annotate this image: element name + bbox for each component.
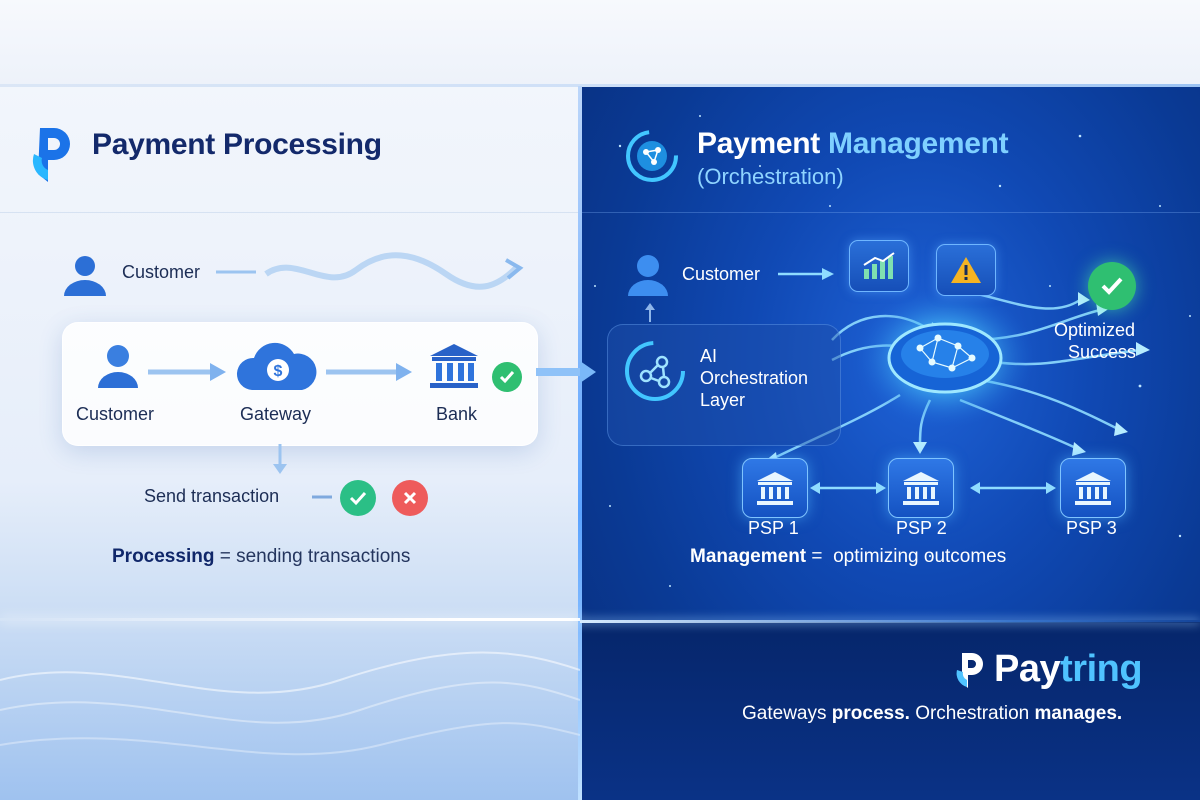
customer-icon [98,345,138,388]
management-summary-text: = optimizing outcomes [806,546,1007,567]
flow-bank-label: Bank [436,404,478,424]
ai-layer-line-2: Orchestration [700,368,809,388]
psp-2-bank-icon [903,472,939,505]
top-divider [0,84,1200,87]
tagline-b: process. [831,703,910,724]
right-footer-background [580,622,1200,800]
arrow-processing-to-management [536,361,596,383]
brand-wordmark: Paytring [994,648,1143,691]
title-right-main: Payment [697,127,828,160]
page-subtitle-right: (Orchestration) [697,164,844,189]
optimized-success-check-icon [1088,262,1136,310]
psp-links [810,482,1056,494]
outcome-line-1: Optimized [1054,320,1136,340]
right-horizon-glow [580,620,1200,623]
management-summary: Management = optimizing outcomes [690,546,1006,568]
title-right-highlight: Management [828,127,1009,160]
success-check-icon [340,480,376,516]
psp-2-box [888,458,954,518]
orchestration-icon [626,130,678,182]
tagline-c: Orchestration [909,703,1035,724]
psp-3-label: PSP 3 [1066,518,1117,538]
left-horizon-glow [0,618,580,621]
right-customer-label: Customer [682,264,761,284]
bank-success-check-icon [492,362,522,392]
decorative-waves [0,651,580,756]
flow-customer-label: Customer [76,404,155,424]
bank-icon [430,344,478,388]
arrow-customer-to-gateway [148,363,226,381]
error-x-icon [392,480,428,516]
right-customer-icon [628,255,668,296]
arrow-down [273,444,287,474]
network-icon [625,341,685,401]
tagline-a: Gateways [742,703,832,724]
left-header-separator [0,212,578,213]
analytics-tile [849,240,909,292]
arrow-customer-to-hub [778,268,834,280]
processing-summary-term: Processing [112,546,215,567]
alert-tile [936,244,996,296]
psp-2-label: PSP 2 [896,518,947,538]
tagline-d: manages. [1034,703,1123,724]
management-summary-term: Management [690,546,807,567]
psp-1-box [742,458,808,518]
brand-part-2: tring [1060,648,1143,690]
page-title-right: Payment Management [697,127,1009,161]
center-divider [578,86,582,800]
arrow-gateway-to-bank [326,363,412,381]
psp-1-bank-icon [757,472,793,505]
psp-3-bank-icon [1075,472,1111,505]
send-transaction-label: Send transaction [144,486,280,506]
svg-text:$: $ [274,363,283,380]
top-strip [0,0,1200,86]
outcome-line-2: Success [1068,342,1137,362]
cloud-dollar-icon: $ [236,342,317,390]
right-header-separator [582,212,1200,213]
arrow-up-small [645,303,655,322]
tagline: Gateways process. Orchestration manages. [742,703,1122,725]
psp-1-label: PSP 1 [748,518,799,538]
page-title-left: Payment Processing [92,128,382,161]
send-dash [312,495,332,499]
flow-gateway-label: Gateway [240,404,312,424]
wave-arrow [216,252,524,290]
orchestration-flow-lines [764,288,1150,466]
warning-icon [951,257,981,283]
psp-3-box [1060,458,1126,518]
chart-icon [863,252,895,279]
ai-layer-line-1: AI [700,346,718,366]
top-customer-label: Customer [122,262,201,282]
processing-summary-text: = sending transactions [214,546,411,567]
paytring-logo-icon [32,128,70,182]
paytring-brand-logo-icon [956,653,983,688]
processing-summary: Processing = sending transactions [112,546,410,568]
ai-layer-line-3: Layer [700,390,746,410]
brand-part-1: Pay [994,648,1061,690]
user-icon [64,256,106,296]
